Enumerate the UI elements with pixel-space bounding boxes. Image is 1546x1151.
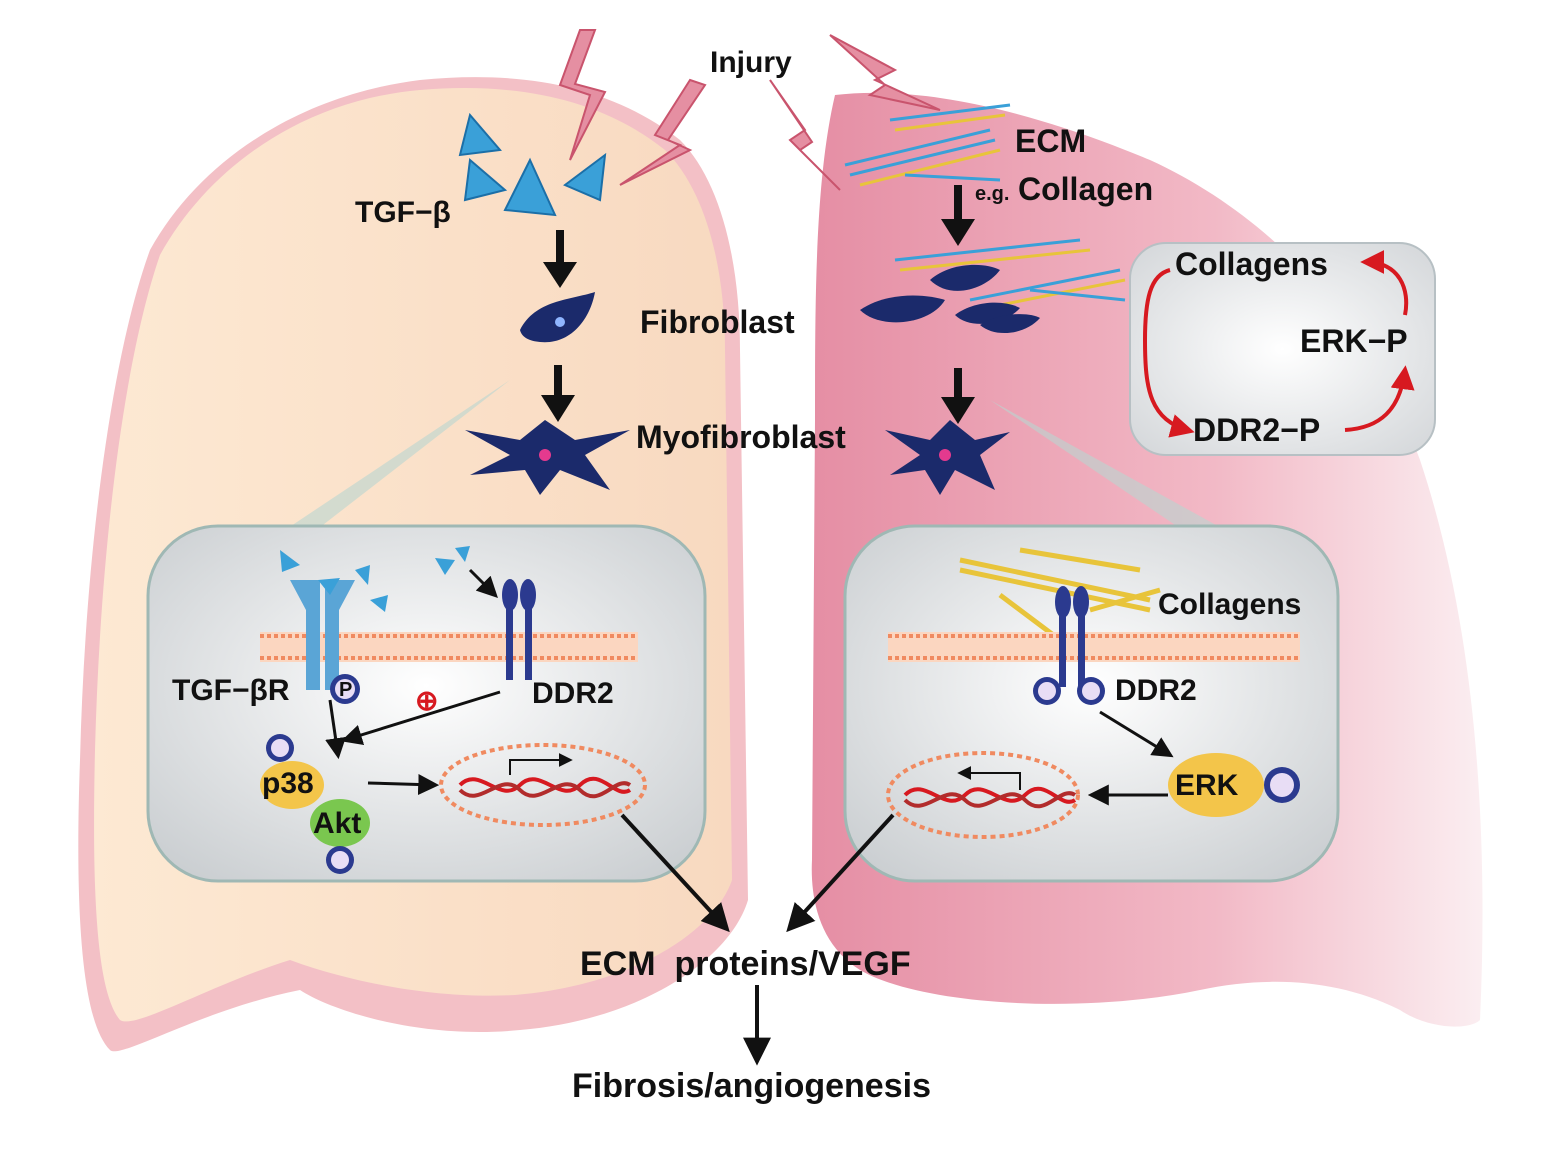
ddr2-right-label: DDR2 <box>1115 674 1197 707</box>
collagen-label: Collagen <box>1018 171 1153 207</box>
fibroblast-label: Fibroblast <box>640 304 795 340</box>
injury-lightning-icons <box>558 29 941 191</box>
cell-membrane-right <box>888 632 1300 662</box>
ddr2-left-label: DDR2 <box>532 677 614 710</box>
nucleus-right-icon <box>886 751 1080 839</box>
arrow-left-to-ecm <box>620 813 730 933</box>
fibroblast-icon <box>520 292 595 343</box>
loop-collagens-label: Collagens <box>1175 246 1328 282</box>
phospho-tgfr-icon: P <box>330 674 360 704</box>
tgf-beta-receptor-label: TGF−βR <box>172 674 290 707</box>
tgf-beta-small-icons <box>280 546 470 612</box>
phospho-erk-icon <box>1264 767 1300 803</box>
tgf-beta-receptor-icon <box>290 580 355 690</box>
myofibroblast-right-icon <box>885 420 1010 495</box>
p38-protein-icon <box>260 761 324 809</box>
zoom-wedge-right <box>990 400 1225 535</box>
myofibroblast-icon <box>465 420 630 495</box>
right-signaling-panel: Collagens DDR2 ERK <box>843 524 1340 883</box>
phospho-ddr2-icons <box>1033 677 1105 705</box>
collagens-inset-label: Collagens <box>1158 588 1301 621</box>
right-flow-arrow-2 <box>941 368 975 424</box>
ddr2-receptor-left-icon <box>502 579 536 680</box>
myofibroblast-label: Myofibroblast <box>636 419 846 455</box>
arrow-right-to-ecm <box>786 813 895 933</box>
right-flow-arrow-1 <box>941 185 975 246</box>
dna-right-icon <box>903 766 1077 809</box>
akt-label: Akt <box>313 807 361 840</box>
tgf-beta-label: TGF−β <box>355 196 451 229</box>
phospho-p38-icon <box>266 734 294 762</box>
akt-protein-icon <box>310 799 370 847</box>
ecm-proteins-label: ECM proteins/VEGF <box>580 945 911 983</box>
fibroblast-cluster-icon <box>860 264 1040 334</box>
loop-ddr2-p-label: DDR2−P <box>1193 412 1320 448</box>
ddr2-erk-feedback-loop-panel: Collagens ERK−P DDR2−P <box>1129 242 1436 456</box>
collagen-fibers-inset <box>959 547 1161 642</box>
injury-label: Injury <box>710 46 792 79</box>
erk-protein-icon <box>1168 753 1264 817</box>
nucleus-left-icon <box>439 743 647 827</box>
tgf-beta-ligand-icons <box>458 112 607 217</box>
svg-text:P: P <box>339 679 352 701</box>
p38-label: p38 <box>262 767 314 800</box>
loop-arrows <box>1142 250 1415 438</box>
phospho-akt-icon <box>326 846 354 874</box>
collagen-fibers-top <box>844 103 1011 187</box>
plus-sign: ⊕ <box>415 685 438 716</box>
ddr2-receptor-right-icon <box>1055 586 1089 687</box>
ecm-label: ECM <box>1015 123 1086 159</box>
left-signaling-panel: TGF−βR P ⊕ DDR2 p38 Akt <box>146 524 707 883</box>
dna-left-icon <box>458 753 632 799</box>
zoom-wedge-left <box>285 380 510 535</box>
erk-label: ERK <box>1175 769 1239 802</box>
eg-label: e.g. <box>975 183 1009 205</box>
cell-membrane <box>260 632 638 662</box>
left-flow-arrows <box>541 230 577 422</box>
fibrosis-label: Fibrosis/angiogenesis <box>572 1067 931 1105</box>
loop-erk-p-label: ERK−P <box>1300 323 1408 359</box>
